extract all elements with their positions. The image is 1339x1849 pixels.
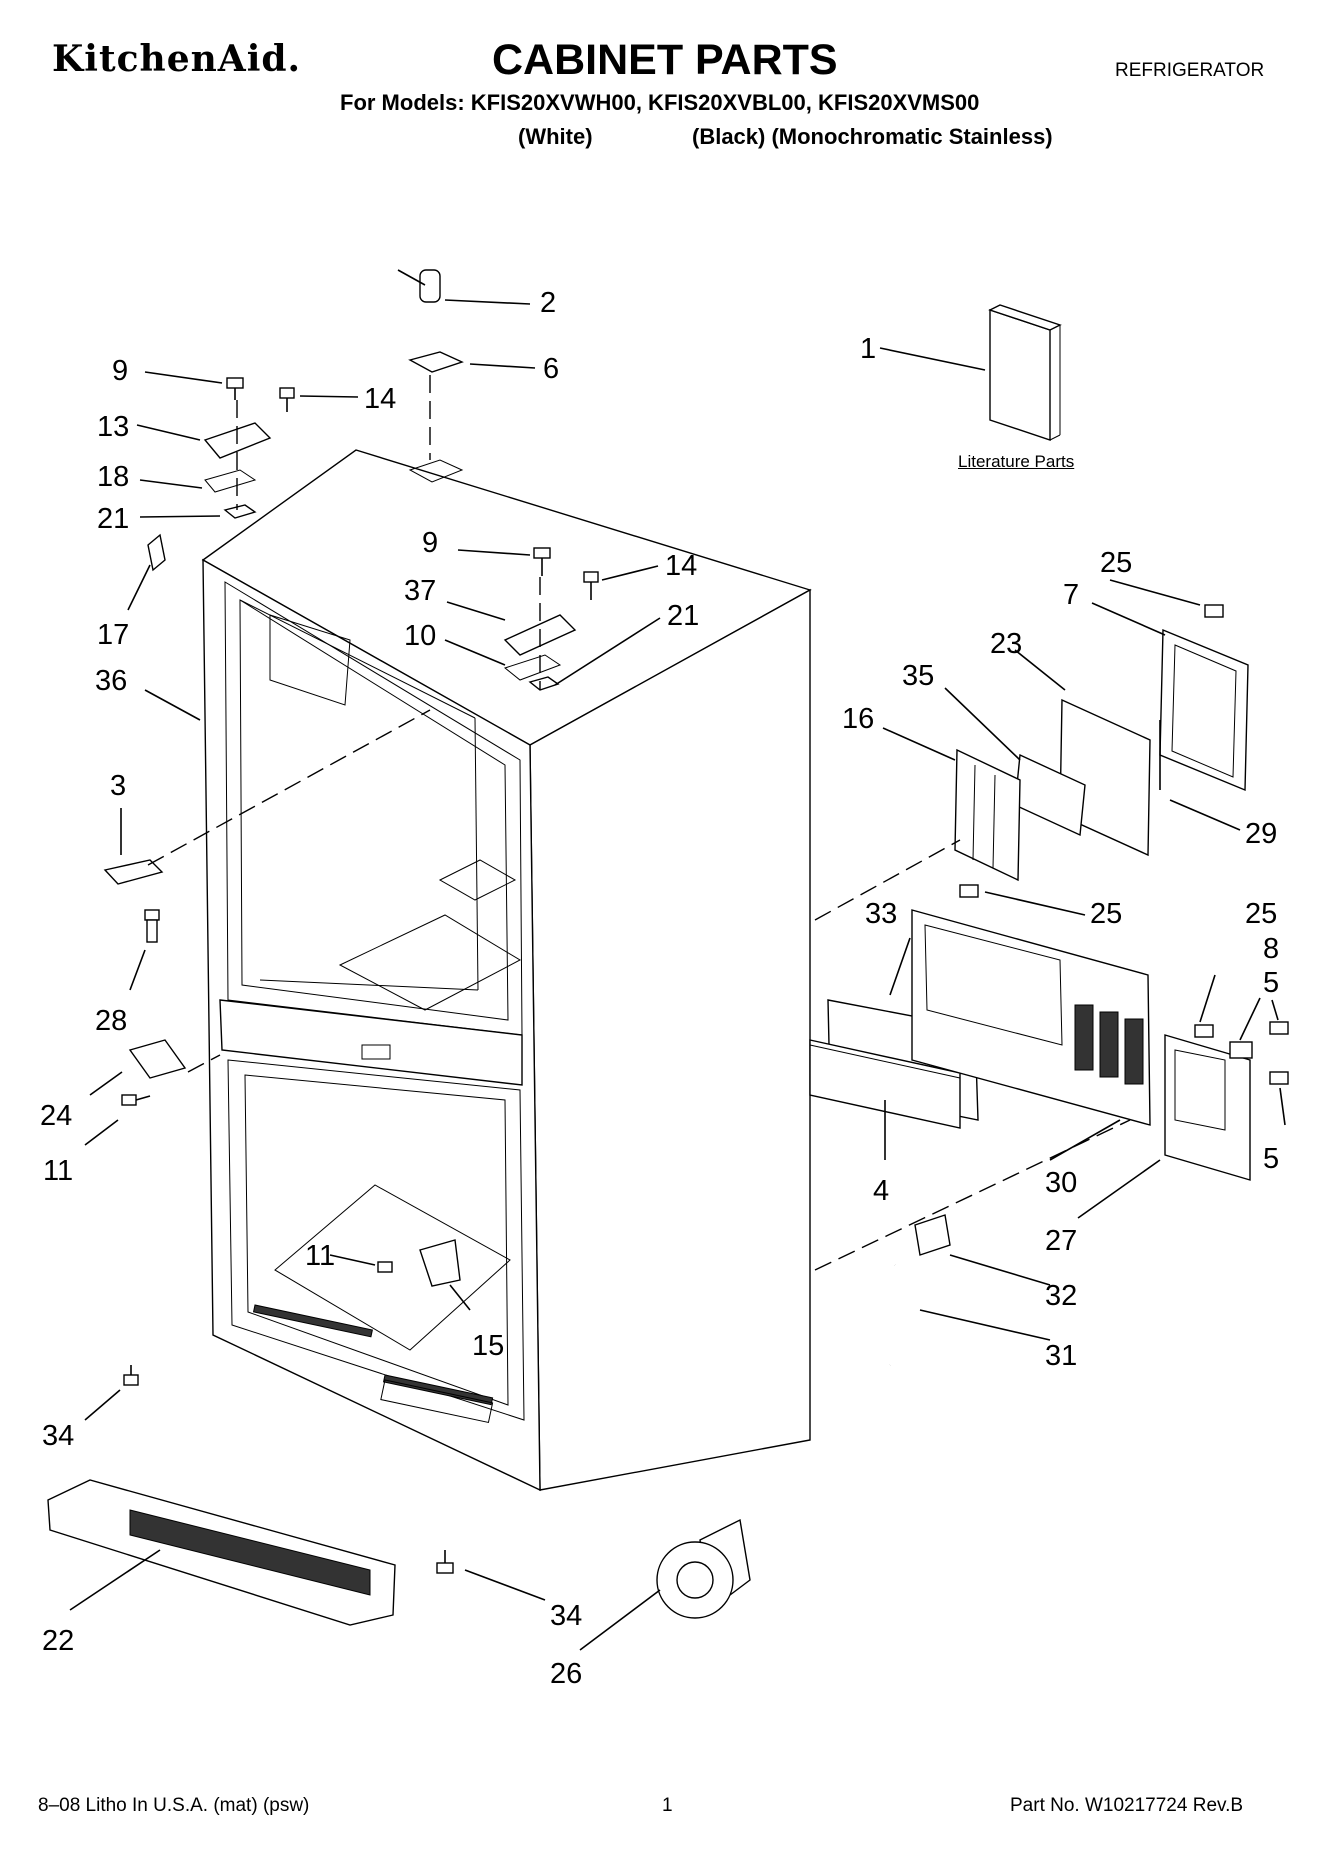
models-line: For Models: KFIS20XVWH00, KFIS20XVBL00, …	[340, 90, 980, 115]
part-number: Part No. W10217724 Rev.B	[1010, 1795, 1244, 1816]
callout-1: 1	[860, 333, 876, 365]
left-side-parts	[103, 859, 461, 1287]
callout-14-right: 14	[665, 550, 697, 582]
callout-18: 18	[97, 461, 129, 493]
callout-6: 6	[543, 353, 559, 385]
callout-26: 26	[550, 1658, 582, 1690]
callout-2: 2	[540, 287, 556, 319]
callout-16: 16	[842, 703, 874, 735]
callout-25-top: 25	[1100, 547, 1132, 579]
callout-11-inside: 11	[305, 1240, 335, 1272]
callout-21-right: 21	[667, 600, 699, 632]
callout-14-left: 14	[364, 383, 396, 415]
page-number: 1	[662, 1795, 673, 1816]
callout-35: 35	[902, 660, 934, 692]
leader-lines	[69, 299, 1286, 1651]
callout-25-mid: 25	[1090, 898, 1122, 930]
callout-27: 27	[1045, 1225, 1077, 1257]
callout-36: 36	[95, 665, 127, 697]
callout-21-left: 21	[97, 503, 129, 535]
page-title: CABINET PARTS	[492, 36, 838, 84]
callout-10: 10	[404, 620, 436, 652]
callout-13: 13	[97, 411, 129, 443]
callout-34-left: 34	[42, 1420, 74, 1452]
callout-24: 24	[40, 1100, 72, 1132]
callout-7: 7	[1063, 579, 1079, 611]
callout-4: 4	[873, 1175, 889, 1207]
callout-5-bottom: 5	[1263, 1143, 1279, 1175]
brand-logo: KitchenAid.	[52, 38, 302, 80]
callout-9-left: 9	[112, 355, 128, 387]
literature-part	[988, 304, 1062, 441]
callout-8: 8	[1263, 933, 1279, 965]
callout-34-right: 34	[550, 1600, 582, 1632]
callout-30: 30	[1045, 1167, 1077, 1199]
callout-3: 3	[110, 770, 126, 802]
callout-33: 33	[865, 898, 897, 930]
callout-37: 37	[404, 575, 436, 607]
bottom-parts	[47, 1365, 751, 1626]
callout-23: 23	[990, 628, 1022, 660]
callout-32: 32	[1045, 1280, 1077, 1312]
callout-labels: 2 6 1 9 14 13 18 21 17 36 9 14 37 10 21 …	[40, 287, 1279, 1690]
callout-9-right: 9	[422, 527, 438, 559]
callout-31: 31	[1045, 1340, 1077, 1372]
literature-parts-label: Literature Parts	[958, 452, 1075, 471]
callout-22: 22	[42, 1625, 74, 1657]
litho-info: 8–08 Litho In U.S.A. (mat) (psw)	[38, 1795, 310, 1816]
callout-25-right: 25	[1245, 898, 1277, 930]
callout-11-left: 11	[43, 1155, 73, 1187]
machine-compartment-parts	[809, 604, 1289, 1368]
cabinet-body	[201, 449, 812, 1492]
appliance-category: REFRIGERATOR	[1115, 60, 1265, 81]
variant-black-stainless: (Black) (Monochromatic Stainless)	[692, 124, 1053, 149]
callout-29: 29	[1245, 818, 1277, 850]
callout-5-top: 5	[1263, 967, 1279, 999]
callout-28: 28	[95, 1005, 127, 1037]
variant-white: (White)	[518, 124, 593, 149]
callout-15: 15	[472, 1330, 504, 1362]
callout-17: 17	[97, 619, 129, 651]
